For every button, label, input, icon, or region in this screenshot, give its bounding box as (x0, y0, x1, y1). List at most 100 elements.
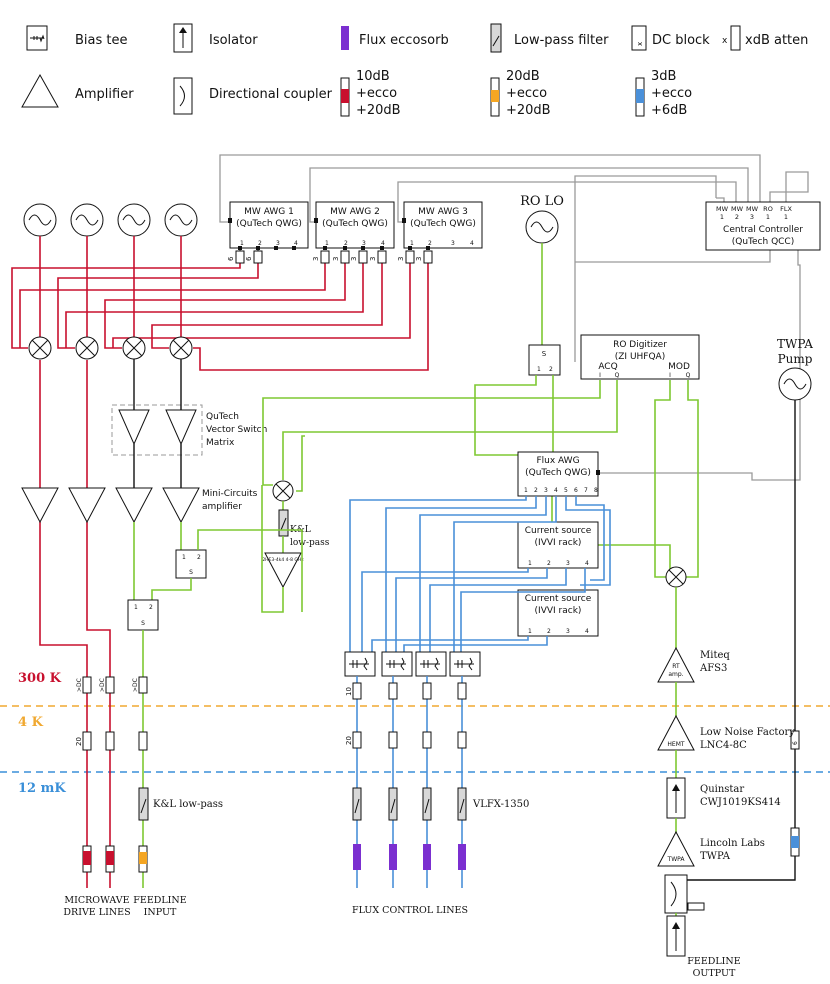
svg-text:(QuTech QWG): (QuTech QWG) (322, 219, 388, 229)
lincoln-l2: TWPA (700, 851, 731, 862)
feedline-input-l1: FEEDLINE (133, 895, 186, 906)
svg-text:2: 2 (547, 560, 551, 567)
svg-text:RT: RT (672, 663, 680, 670)
svg-text:3: 3 (544, 487, 548, 494)
feedline-output-l1: FEEDLINE (687, 956, 740, 967)
svg-text:2: 2 (428, 240, 432, 247)
svg-text:2: 2 (344, 240, 348, 247)
svg-text:4: 4 (381, 240, 385, 247)
svg-text:2: 2 (735, 213, 739, 221)
lowpass-filter-icon (490, 23, 502, 53)
svg-text:HEMT: HEMT (667, 741, 684, 748)
twpa-pump: TWPA Pump 6 (683, 337, 813, 881)
room-temp-amplifiers: Mini-Circuits amplifier (21, 487, 258, 524)
svg-text:1: 1 (325, 240, 329, 247)
svg-text:I: I (669, 372, 671, 379)
svg-text:1: 1 (528, 628, 532, 635)
svg-text:4: 4 (470, 240, 474, 247)
lincoln-l1: Lincoln Labs (700, 838, 765, 849)
svg-text:6: 6 (227, 256, 235, 261)
svg-text:(IVVI rack): (IVVI rack) (535, 606, 582, 616)
mw-sources (23, 203, 198, 237)
svg-text:1: 1 (766, 213, 770, 221)
legend-atten: xdB atten (745, 33, 808, 48)
lnf-l1: Low Noise Factory (700, 727, 795, 738)
svg-text:(QuTech QWG): (QuTech QWG) (410, 219, 476, 229)
svg-text:3: 3 (566, 628, 570, 635)
legend-flux-eccosorb: Flux eccosorb (359, 33, 449, 48)
svg-text:20: 20 (75, 737, 83, 746)
svg-text:(IVVI rack): (IVVI rack) (535, 538, 582, 548)
svg-text:2: 2 (258, 240, 262, 247)
svg-text:MW: MW (716, 205, 729, 213)
stage-4k: 4 K (18, 715, 44, 730)
legend-orange-l3: +20dB (506, 103, 551, 118)
svg-text:10: 10 (345, 687, 353, 696)
legend-dc-block: DC block (652, 33, 710, 48)
svg-text:3: 3 (415, 257, 423, 261)
svg-text:3: 3 (362, 240, 366, 247)
svg-text:RO Digitizer: RO Digitizer (613, 340, 667, 350)
kl-lp-l2: low-pass (290, 538, 330, 548)
svg-text:2HE3-4k4 4-8 GHz: 2HE3-4k4 4-8 GHz (262, 557, 304, 563)
svg-text:1: 1 (410, 240, 414, 247)
mw-mixers (28, 336, 193, 360)
svg-text:FLX: FLX (780, 205, 792, 213)
isolator-icon (173, 23, 193, 53)
svg-text:4: 4 (294, 240, 298, 247)
ro-lo-label: RO LO (520, 194, 564, 209)
svg-text:MW: MW (731, 205, 744, 213)
svg-text:(ZI UHFQA): (ZI UHFQA) (615, 352, 665, 362)
svg-text:2: 2 (549, 366, 553, 373)
svg-text:3: 3 (350, 257, 358, 261)
svg-text:6: 6 (245, 256, 253, 261)
legend-isolator: Isolator (209, 33, 258, 48)
flux-eccosorb-icon (341, 26, 349, 50)
kl-lowpass-label: K&L low-pass (153, 799, 223, 810)
legend-red-l3: +20dB (356, 103, 401, 118)
miteq-l1: Miteq (700, 650, 730, 661)
legend-amplifier: Amplifier (75, 87, 134, 102)
svg-text:MW AWG 1: MW AWG 1 (244, 207, 294, 217)
svg-text:(QuTech QCC): (QuTech QCC) (732, 237, 794, 247)
stage-300k: 300 K (18, 671, 62, 686)
svg-text:8: 8 (594, 487, 598, 494)
directional-coupler-icon (173, 77, 193, 115)
legend-red-l1: 10dB (356, 69, 390, 84)
feedline-output-l2: OUTPUT (693, 968, 736, 979)
readout-wiring: S 1 2 K&L low-pass 2HE3-4k4 4-8 GHz S 1 … (127, 243, 699, 888)
svg-text:Q: Q (686, 372, 691, 379)
mw-awg-3: MW AWG 3 (QuTech QWG) 1 2 3 4 3 3 (397, 201, 483, 264)
quinstar-l1: Quinstar (700, 784, 744, 795)
legend-orange-l1: 20dB (506, 69, 540, 84)
svg-text:1: 1 (528, 560, 532, 567)
svg-text:4: 4 (554, 487, 558, 494)
svg-text:Current source: Current source (525, 526, 592, 536)
legend-red-l2: +ecco (356, 86, 397, 101)
legend-orange-l2: +ecco (506, 86, 547, 101)
legend-atten-x: x (722, 36, 728, 46)
svg-text:7: 7 (584, 487, 588, 494)
svg-text:S: S (542, 350, 547, 358)
legend-blue-l3: +6dB (651, 103, 687, 118)
feedline-input-l2: INPUT (144, 907, 177, 918)
svg-text:4: 4 (585, 560, 589, 567)
mw-lines-l1: MICROWAVE (64, 895, 129, 906)
svg-text:6: 6 (574, 487, 578, 494)
svg-text:>DC: >DC (99, 678, 106, 692)
svg-text:3: 3 (451, 240, 455, 247)
blue-atten-icon (635, 77, 645, 117)
svg-text:2: 2 (197, 554, 201, 561)
mw-cold-components: >DC >DC >DC 20 MICROWAVE DRIVE LINES FEE… (63, 676, 468, 918)
svg-text:MW: MW (746, 205, 759, 213)
flux-awg: Flux AWG (QuTech QWG) 1 2 3 4 5 6 7 8 (517, 451, 600, 497)
flux-wiring (349, 496, 611, 652)
stage-12mk: 12 mK (18, 781, 66, 796)
current-source-2: Current source (IVVI rack) 1 2 3 4 (517, 589, 599, 637)
svg-text:2: 2 (149, 604, 153, 611)
flux-control-lines: FLUX CONTROL LINES (352, 905, 468, 916)
svg-text:6: 6 (792, 741, 799, 745)
vector-switch-matrix: QuTech Vector Switch Matrix (111, 359, 267, 488)
svg-text:1: 1 (524, 487, 528, 494)
